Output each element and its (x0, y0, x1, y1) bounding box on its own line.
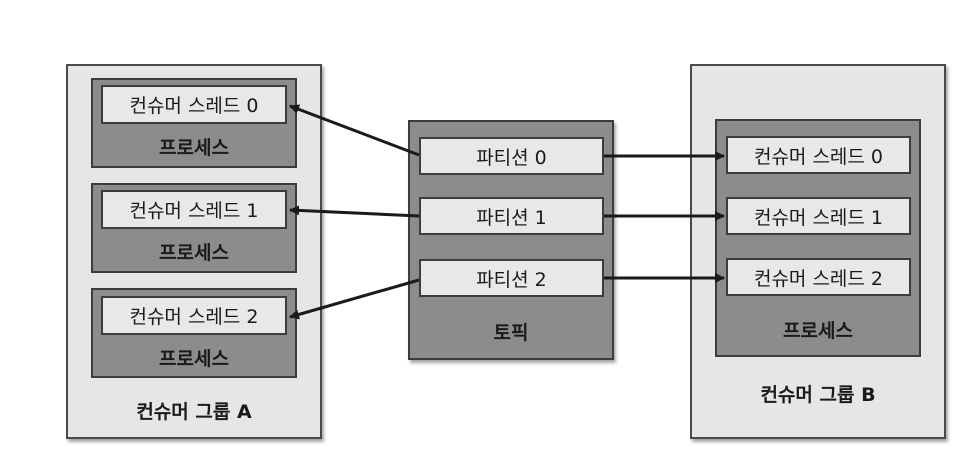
arrow-partition2-to-group-a-thread2 (289, 278, 420, 320)
group-b-process-label: 프로세스 (783, 320, 853, 342)
group-a-process-0-label: 프로세스 (159, 137, 229, 159)
group-b-label: 컨슈머 그룹 B (760, 384, 876, 406)
group-a-label: 컨슈머 그룹 A (136, 401, 252, 423)
group-b-thread-0: 컨슈머 스레드 0 (726, 136, 911, 174)
arrow-partition1-to-group-a-thread1 (289, 205, 420, 218)
partition-0: 파티션 0 (419, 137, 604, 175)
group-b-thread-2: 컨슈머 스레드 2 (726, 258, 911, 296)
group-a-thread-0: 컨슈머 스레드 0 (101, 85, 287, 124)
group-a-thread-2: 컨슈머 스레드 2 (101, 296, 287, 335)
arrow-partition0-to-group-a-thread0 (289, 104, 420, 157)
topic-label: 토픽 (493, 322, 529, 344)
group-b-thread-1: 컨슈머 스레드 1 (726, 197, 911, 235)
partition-1: 파티션 1 (419, 197, 604, 235)
partition-2: 파티션 2 (419, 259, 604, 297)
group-a-thread-1: 컨슈머 스레드 1 (101, 190, 287, 229)
group-a-process-1-label: 프로세스 (159, 242, 229, 264)
group-a-process-2-label: 프로세스 (159, 348, 229, 370)
